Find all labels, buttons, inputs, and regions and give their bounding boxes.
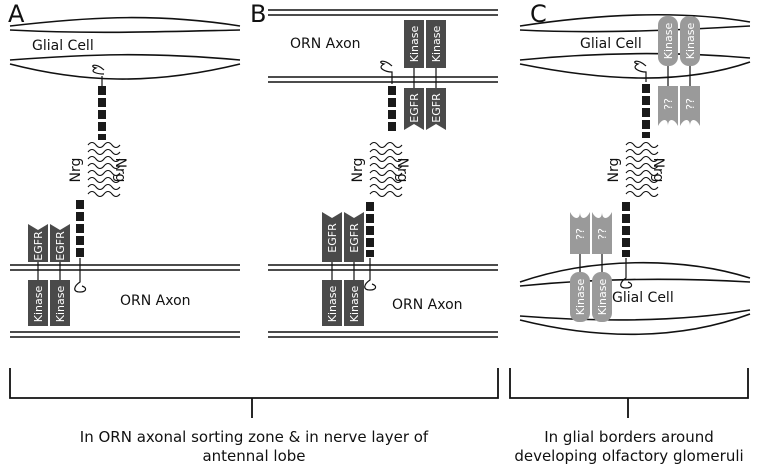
panel-c-bottom-unknown-label-1: ?? — [574, 228, 587, 240]
panel-c-top-receptor-1: Kinase ?? — [658, 16, 678, 126]
panel-c-top-glial-cell — [519, 13, 751, 79]
panel-a-letter: A — [8, 0, 25, 28]
panel-c-bottom-kinase-label-1: Kinase — [574, 279, 587, 316]
panel-c-bottom-unknown-label-2: ?? — [596, 228, 609, 240]
caption-right: In glial borders around developing olfac… — [508, 428, 750, 466]
caption-left: In ORN axonal sorting zone & in nerve la… — [10, 428, 498, 466]
panel-b-top-kinase-label-2: Kinase — [430, 26, 443, 63]
panel-b-top-egfr-label-1: EGFR — [408, 93, 421, 123]
panel-c-bottom-glial-cell — [519, 261, 751, 336]
bracket-left — [9, 368, 499, 418]
panel-a: A Glial Cell Nrg Nrg — [8, 0, 241, 338]
panel-b-nrg-bottom-stalk — [366, 202, 374, 257]
caption-right-line-2: developing olfactory glomeruli — [514, 447, 744, 465]
panel-b-bottom-kinase-label-1: Kinase — [326, 286, 339, 323]
caption-left-line-1: In ORN axonal sorting zone & in nerve la… — [79, 428, 429, 446]
panel-a-orn-membrane — [10, 264, 240, 338]
panel-c-top-glial-label: Glial Cell — [580, 36, 642, 52]
panel-c-top-anchor — [634, 60, 647, 82]
panel-b-bottom-receptor-1: EGFR Kinase — [322, 212, 342, 326]
panel-a-kinase-label-1: Kinase — [32, 286, 45, 323]
panel-c-top-unknown-label-2: ?? — [684, 98, 697, 110]
panel-c-bottom-kinase-label-2: Kinase — [596, 279, 609, 316]
panel-b-letter: B — [250, 0, 266, 28]
panel-a-glial-label: Glial Cell — [32, 38, 94, 54]
panel-a-nrg-label-left: Nrg — [68, 158, 84, 183]
panel-b-top-kinase-label-1: Kinase — [408, 26, 421, 63]
panel-a-egfr-label-2: EGFR — [54, 231, 67, 261]
panel-a-egfr-label-1: EGFR — [32, 231, 45, 261]
panel-b-nrg-coil — [369, 141, 403, 198]
panel-a-top-anchor — [92, 64, 105, 75]
panel-b-nrg-label-left: Nrg — [350, 158, 366, 183]
panel-c-bottom-receptor-2: ?? Kinase — [592, 212, 612, 322]
panel-b-top-receptor-2: Kinase EGFR — [426, 20, 446, 130]
panel-a-kinase-label-2: Kinase — [54, 286, 67, 323]
panel-c-top-kinase-label-1: Kinase — [662, 23, 675, 60]
panel-c-bottom-glial-label: Glial Cell — [612, 290, 674, 306]
panel-a-egfr-receptor-2: EGFR Kinase — [50, 224, 70, 326]
panel-b-bottom-egfr-label-1: EGFR — [326, 223, 339, 253]
panel-a-nrg-bottom-stalk — [76, 200, 84, 257]
panel-b-top-anchor — [380, 60, 393, 84]
panel-a-egfr-receptor-1: EGFR Kinase — [28, 224, 48, 326]
panel-c-letter: C — [530, 0, 547, 28]
panel-a-nrg-top-stalk — [98, 86, 106, 140]
panel-b-bottom-receptor-2: EGFR Kinase — [344, 212, 364, 326]
panel-b-bottom-egfr-label-2: EGFR — [348, 223, 361, 253]
panel-c-nrg-label-left: Nrg — [606, 158, 622, 183]
panel-c: C Glial Cell Kinase ?? Kinase ?? — [519, 0, 751, 336]
caption-left-line-2: antennal lobe — [202, 447, 306, 465]
panel-c-bottom-receptor-1: ?? Kinase — [570, 212, 590, 322]
panel-c-nrg-label-right: Nrg — [650, 158, 666, 183]
panel-c-top-unknown-label-1: ?? — [662, 98, 675, 110]
panel-b-bottom-anchor — [364, 258, 377, 291]
panel-a-nrg-coil — [87, 141, 121, 198]
panel-b-bottom-kinase-label-2: Kinase — [348, 286, 361, 323]
panel-a-glial-cell — [9, 16, 241, 80]
panel-a-bottom-anchor — [74, 258, 87, 293]
panel-b-top-receptor-1: Kinase EGFR — [404, 20, 424, 130]
panel-c-nrg-bottom-stalk — [622, 202, 630, 257]
panel-c-nrg-top-stalk — [642, 84, 650, 138]
panel-b-nrg-top-stalk — [388, 86, 396, 131]
panel-c-nrg-coil — [625, 141, 659, 198]
panel-b-bottom-orn-label: ORN Axon — [392, 297, 463, 313]
panel-b-top-membranes — [268, 9, 498, 83]
panel-a-orn-label: ORN Axon — [120, 293, 191, 309]
panel-b-bottom-membranes — [268, 264, 498, 338]
panel-c-top-receptor-2: Kinase ?? — [680, 16, 700, 126]
panel-a-nrg-label-right: Nrg — [112, 158, 128, 183]
bracket-right — [509, 368, 749, 418]
panel-b-top-egfr-label-2: EGFR — [430, 93, 443, 123]
panel-b-nrg-label-right: Nrg — [394, 158, 410, 183]
caption-right-line-1: In glial borders around — [544, 428, 714, 446]
panel-b-top-orn-label: ORN Axon — [290, 36, 361, 52]
panel-c-top-kinase-label-2: Kinase — [684, 23, 697, 60]
panel-b: B ORN Axon Kinase EGFR Kinase EGFR — [250, 0, 498, 338]
